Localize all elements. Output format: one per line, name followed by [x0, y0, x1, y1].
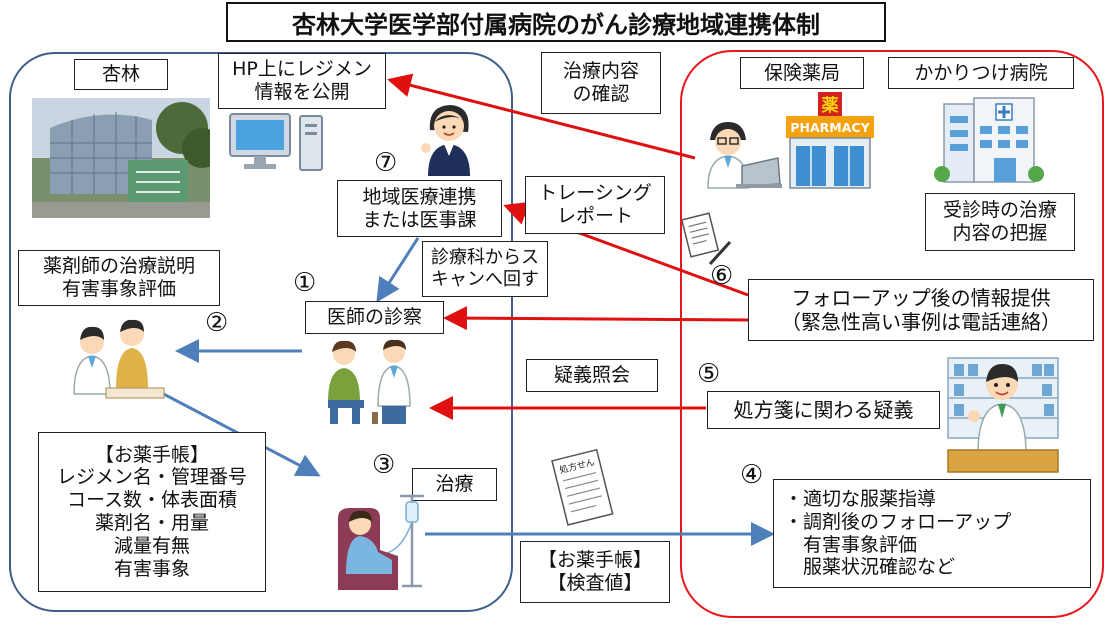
hospital-building-photo [32, 98, 210, 218]
text-line: 有害事象評価 [61, 278, 176, 300]
step-number-2: ② [205, 308, 229, 338]
text-line: 【検査値】 [547, 572, 643, 594]
clinic-building-icon [934, 97, 1044, 183]
step-number-1: ① [293, 268, 317, 298]
confirm-box: 治療内容 の確認 [541, 52, 661, 114]
text-line: 疑義照会 [553, 364, 630, 387]
text-line: ・調剤後のフォローアップ [784, 510, 1012, 533]
arrow-scan [376, 237, 420, 303]
text-line: （緊急性高い事例は電話連絡） [781, 310, 1061, 334]
scan-box: 診療科からス キャンへ回す [422, 241, 548, 297]
text-line: 処方箋に関わる疑義 [733, 398, 914, 422]
text-line: 受診時の治療 [942, 199, 1057, 222]
text-line: 地域医療連携 [362, 185, 477, 208]
pharmacy-store-icon: 薬 PHARMACY [786, 92, 874, 189]
hp-publish-box: HP上にレジメン 情報を公開 [218, 53, 386, 109]
text-line: 内容の把握 [952, 222, 1048, 244]
chiiki-box: 地域医療連携 または医事課 [337, 180, 502, 237]
arrow-confirm [387, 73, 696, 160]
followup-info-box: フォローアップ後の情報提供 （緊急性高い事例は電話連絡） [748, 279, 1094, 341]
infusion-patient-icon [338, 494, 424, 590]
computer-icon [229, 113, 323, 171]
label-kyorin-text: 杏林 [101, 63, 140, 86]
text-line: コース数・体表面積 [66, 489, 238, 512]
pharm-guidance-box: ・適切な服薬指導 ・調剤後のフォローアップ 有害事象評価 服薬状況確認など [773, 479, 1091, 588]
pharmacy-kanji-sign: 薬 [822, 96, 839, 116]
step-number-5: ⑤ [697, 359, 721, 389]
label-clinic: かかりつけ病院 [888, 57, 1074, 89]
text-line: または医事課 [362, 208, 477, 231]
document-pen-icon [682, 212, 732, 266]
text-line: HP上にレジメン [232, 58, 372, 81]
pharmacist-explanation-box: 薬剤師の治療説明 有害事象評価 [18, 250, 220, 306]
arrow-followup [443, 306, 749, 331]
text-line: 減量有無 [113, 534, 190, 557]
pharmacist-patient-icon [73, 319, 165, 399]
label-pharmacy-text: 保険薬局 [763, 61, 840, 84]
pharmacy-store-sign: PHARMACY [790, 120, 870, 135]
text-line: 服薬状況確認など [784, 556, 956, 579]
text-line: 薬剤名・用量 [94, 512, 209, 534]
label-kyorin: 杏林 [74, 59, 168, 90]
text-line: 有害事象 [113, 557, 190, 580]
receptionist-icon [421, 105, 470, 176]
step-number-3: ③ [372, 450, 396, 480]
pharmacist-counter-icon [947, 357, 1059, 473]
text-line: 【お薬手帳】 [537, 549, 652, 572]
prescription-icon: 処方せん [551, 448, 614, 526]
inquiry-box: 疑義照会 [526, 359, 658, 392]
text-line: レジメン名・管理番号 [56, 466, 247, 489]
doctor-patient-icon [328, 339, 411, 424]
text-line: の確認 [572, 83, 630, 105]
text-line: レポート [556, 205, 633, 227]
text-line: トレーシング [538, 182, 652, 205]
okusuri-techo-left-box: 【お薬手帳】 レジメン名・管理番号 コース数・体表面積 薬剤名・用量 減量有無 … [38, 432, 266, 592]
text-line: 治療 [435, 473, 474, 496]
pharmacy-region [680, 50, 1104, 618]
step-number-6: ⑥ [710, 261, 734, 291]
okusuri-bottom-box: 【お薬手帳】 【検査値】 [520, 541, 670, 603]
text-line: ・適切な服薬指導 [784, 487, 937, 510]
step-number-7: ⑦ [374, 148, 398, 178]
text-line: 医師の診察 [326, 306, 422, 329]
text-line: キャンへ回す [431, 269, 539, 290]
text-line: フォローアップ後の情報提供 [791, 286, 1051, 310]
step-number-4: ④ [740, 460, 764, 490]
text-line: 有害事象評価 [784, 533, 918, 556]
clinic-grasp-box: 受診時の治療 内容の把握 [925, 193, 1075, 251]
pharmacist-laptop-icon [707, 122, 782, 189]
diagram-title: 杏林大学医学部付属病院のがん診療地域連携体制 [226, 2, 886, 42]
rx-doubt-box: 処方箋に関わる疑義 [707, 391, 940, 429]
text-line: 【お薬手帳】 [94, 443, 209, 466]
label-clinic-text: かかりつけ病院 [914, 61, 1048, 84]
treatment-box: 治療 [412, 468, 497, 501]
text-line: 治療内容 [562, 60, 639, 83]
text-line: 診療科からス [431, 247, 539, 269]
text-line: 情報を公開 [254, 81, 350, 103]
doctor-exam-box: 医師の診察 [305, 301, 444, 334]
text-line: 薬剤師の治療説明 [42, 255, 195, 278]
label-pharmacy: 保険薬局 [740, 57, 864, 89]
tracing-report-box: トレーシング レポート [525, 176, 665, 234]
